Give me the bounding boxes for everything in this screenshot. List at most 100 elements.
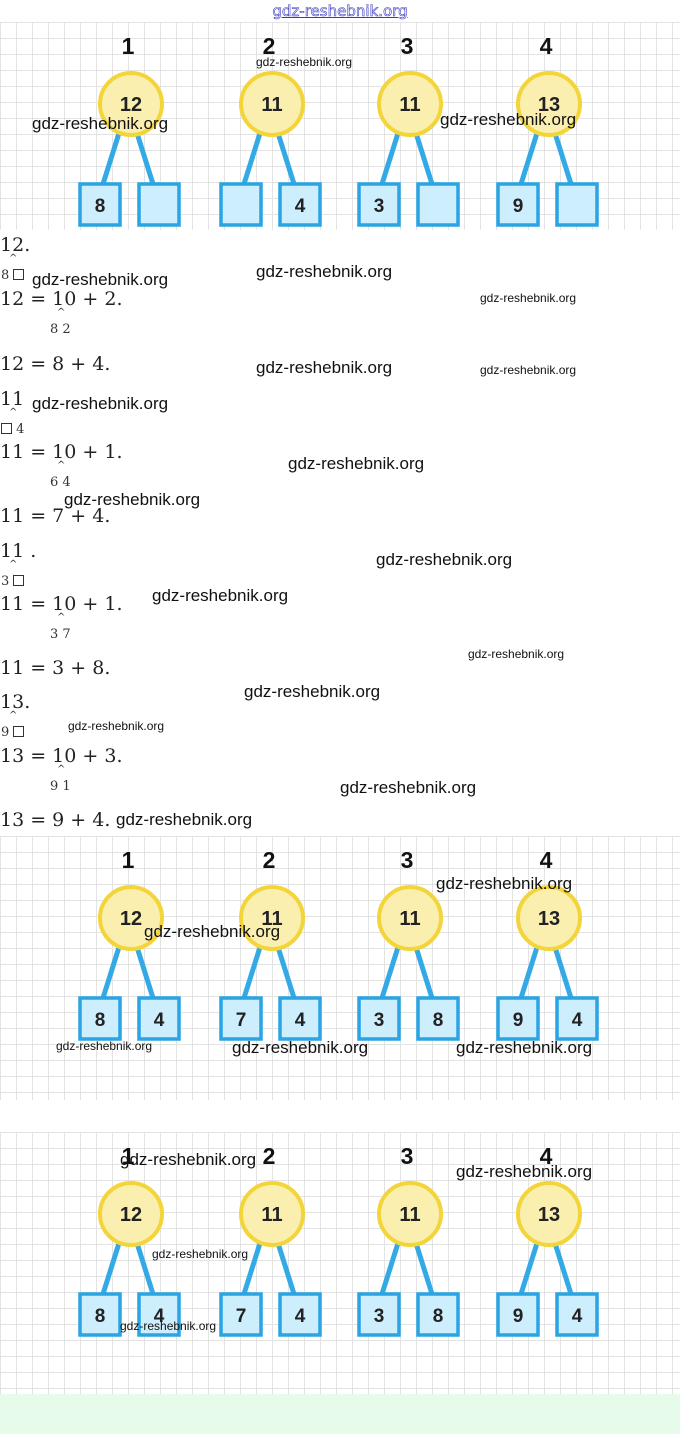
part-box xyxy=(416,996,460,1041)
branch-line xyxy=(133,1239,156,1295)
part-box xyxy=(496,182,540,227)
watermark: gdz-reshebnik.org xyxy=(32,114,169,133)
tree-number-label: 4 xyxy=(540,847,553,873)
part-box xyxy=(496,1292,540,1337)
decomposed-number: 12 xyxy=(0,234,25,256)
branch-line xyxy=(551,129,574,185)
part-box xyxy=(555,1292,599,1337)
part-box xyxy=(78,182,122,227)
part-value: 4 xyxy=(572,1010,583,1031)
part-box xyxy=(278,182,322,227)
whole-value: 11 xyxy=(261,94,282,116)
whole-circle xyxy=(239,885,305,951)
split-parts: 8 xyxy=(1,268,25,283)
watermark: gdz-reshebnik.org xyxy=(152,586,289,605)
part-box xyxy=(137,1292,181,1337)
watermark: gdz-reshebnik.org xyxy=(56,1039,153,1053)
branch-line xyxy=(241,129,264,185)
equation-step-1: 11 = 10 + 1. xyxy=(0,441,123,463)
part-value: 7 xyxy=(236,1010,247,1031)
equation-step-1: 11 = 10 + 1. xyxy=(0,593,123,615)
watermark: gdz-reshebnik.org xyxy=(340,778,477,797)
equation-answer: 11 = 7 + 4. xyxy=(0,505,111,527)
watermark: gdz-reshebnik.org xyxy=(144,922,281,941)
whole-circle xyxy=(239,1181,305,1247)
part-box xyxy=(357,182,401,227)
branch-line xyxy=(551,943,574,999)
branch-line xyxy=(412,1239,435,1295)
split-parts: 4 xyxy=(1,422,24,437)
whole-value: 11 xyxy=(399,908,420,930)
branch-line xyxy=(274,1239,297,1295)
whole-value: 11 xyxy=(261,908,282,930)
whole-circle xyxy=(516,71,582,137)
part-value: 7 xyxy=(236,1306,247,1327)
part-value: 4 xyxy=(295,1306,306,1327)
watermark: gdz-reshebnik.org xyxy=(32,394,169,413)
tree-number-label: 3 xyxy=(401,33,414,59)
watermark: gdz-reshebnik.org xyxy=(32,270,169,289)
part-value: 3 xyxy=(374,1010,385,1031)
part-value: 4 xyxy=(295,1010,306,1031)
part-box xyxy=(78,1292,122,1337)
footer-band xyxy=(0,1394,680,1434)
site-link[interactable]: gdz-reshebnik.org xyxy=(272,2,408,21)
watermark: gdz-reshebnik.org xyxy=(468,647,565,661)
branch-line xyxy=(274,943,297,999)
part-box xyxy=(219,1292,263,1337)
decomposed-number: 11 xyxy=(0,388,25,410)
branch-line xyxy=(100,1239,123,1295)
branch-line xyxy=(133,943,156,999)
part-value: 4 xyxy=(154,1306,165,1327)
watermark: gdz-reshebnik.org xyxy=(436,874,573,893)
watermark: gdz-reshebnik.org xyxy=(120,1150,257,1169)
tree-number-label: 1 xyxy=(122,1143,135,1169)
branch-line xyxy=(412,129,435,185)
branch-line xyxy=(100,129,123,185)
part-box xyxy=(416,1292,460,1337)
whole-value: 11 xyxy=(261,1204,282,1226)
watermark: gdz-reshebnik.org xyxy=(232,1038,369,1057)
watermark: gdz-reshebnik.org xyxy=(120,1319,217,1333)
watermark: gdz-reshebnik.org xyxy=(256,262,393,281)
part-box xyxy=(496,996,540,1041)
branch-line xyxy=(379,129,402,185)
equation-answer: 11 = 3 + 8. xyxy=(0,657,111,679)
tree-number-label: 1 xyxy=(122,847,135,873)
part-box xyxy=(137,996,181,1041)
watermark: gdz-reshebnik.org xyxy=(440,110,577,129)
whole-value: 12 xyxy=(120,908,142,930)
part-box xyxy=(357,996,401,1041)
part-value: 9 xyxy=(513,1306,524,1327)
branch-line xyxy=(518,129,541,185)
branch-line xyxy=(379,943,402,999)
watermark: gdz-reshebnik.org xyxy=(244,682,381,701)
watermark: gdz-reshebnik.org xyxy=(152,1247,249,1261)
watermark: gdz-reshebnik.org xyxy=(456,1162,593,1181)
whole-value: 11 xyxy=(399,94,420,116)
branch-line xyxy=(518,1239,541,1295)
watermark: gdz-reshebnik.org xyxy=(288,454,425,473)
whole-circle xyxy=(98,885,164,951)
equation-split-parts: 3 7 xyxy=(50,627,71,642)
part-value: 4 xyxy=(572,1306,583,1327)
whole-circle xyxy=(377,1181,443,1247)
whole-value: 13 xyxy=(538,94,560,116)
part-box xyxy=(278,996,322,1041)
part-value: 4 xyxy=(154,1010,165,1031)
watermark: gdz-reshebnik.org xyxy=(68,719,165,733)
tree-number-label: 2 xyxy=(263,847,276,873)
part-value: 8 xyxy=(95,1306,106,1327)
split-parts: 9 xyxy=(1,725,25,740)
branch-line xyxy=(133,129,156,185)
